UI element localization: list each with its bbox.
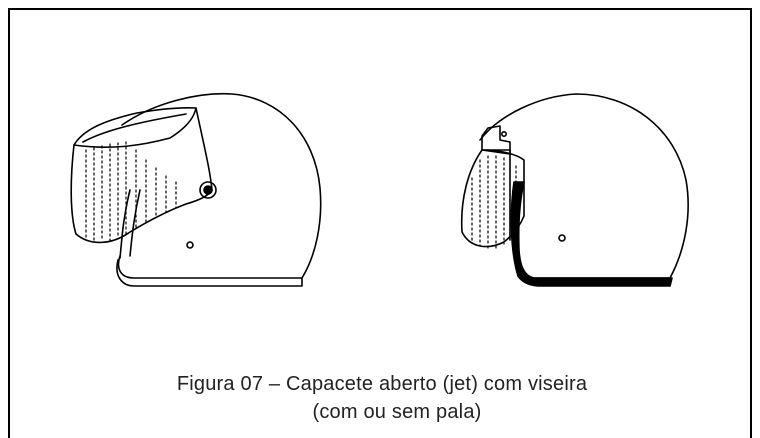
helmet-cheek-strap [119,189,141,259]
helmet-peak [73,106,197,149]
helmet-with-peak-icon [70,92,322,287]
caption-line-2: (com ou sem pala) [312,401,482,423]
helmet-bottom-trim [116,259,303,287]
visor-shading-2 [471,155,517,249]
visor-shading [85,141,177,242]
helmet-bottom-trim-2 [510,181,673,287]
helmet-vent [186,241,194,249]
figure-frame: Figura 07 – Capacete aberto (jet) com vi… [8,8,752,438]
visor-pivot [199,181,217,199]
helmet-without-peak-icon [460,93,689,287]
figure-caption: Figura 07 – Capacete aberto (jet) com vi… [10,370,754,426]
helmet-visor-2 [460,149,525,248]
helmet-shell-outline [117,92,322,279]
helmet-visor [70,107,213,244]
helmet-vent-2 [558,234,566,242]
helmet-shell-outline-2 [479,93,689,279]
helmet-illustration [70,92,689,287]
caption-line-1: Figura 07 – Capacete aberto (jet) com vi… [176,373,588,395]
